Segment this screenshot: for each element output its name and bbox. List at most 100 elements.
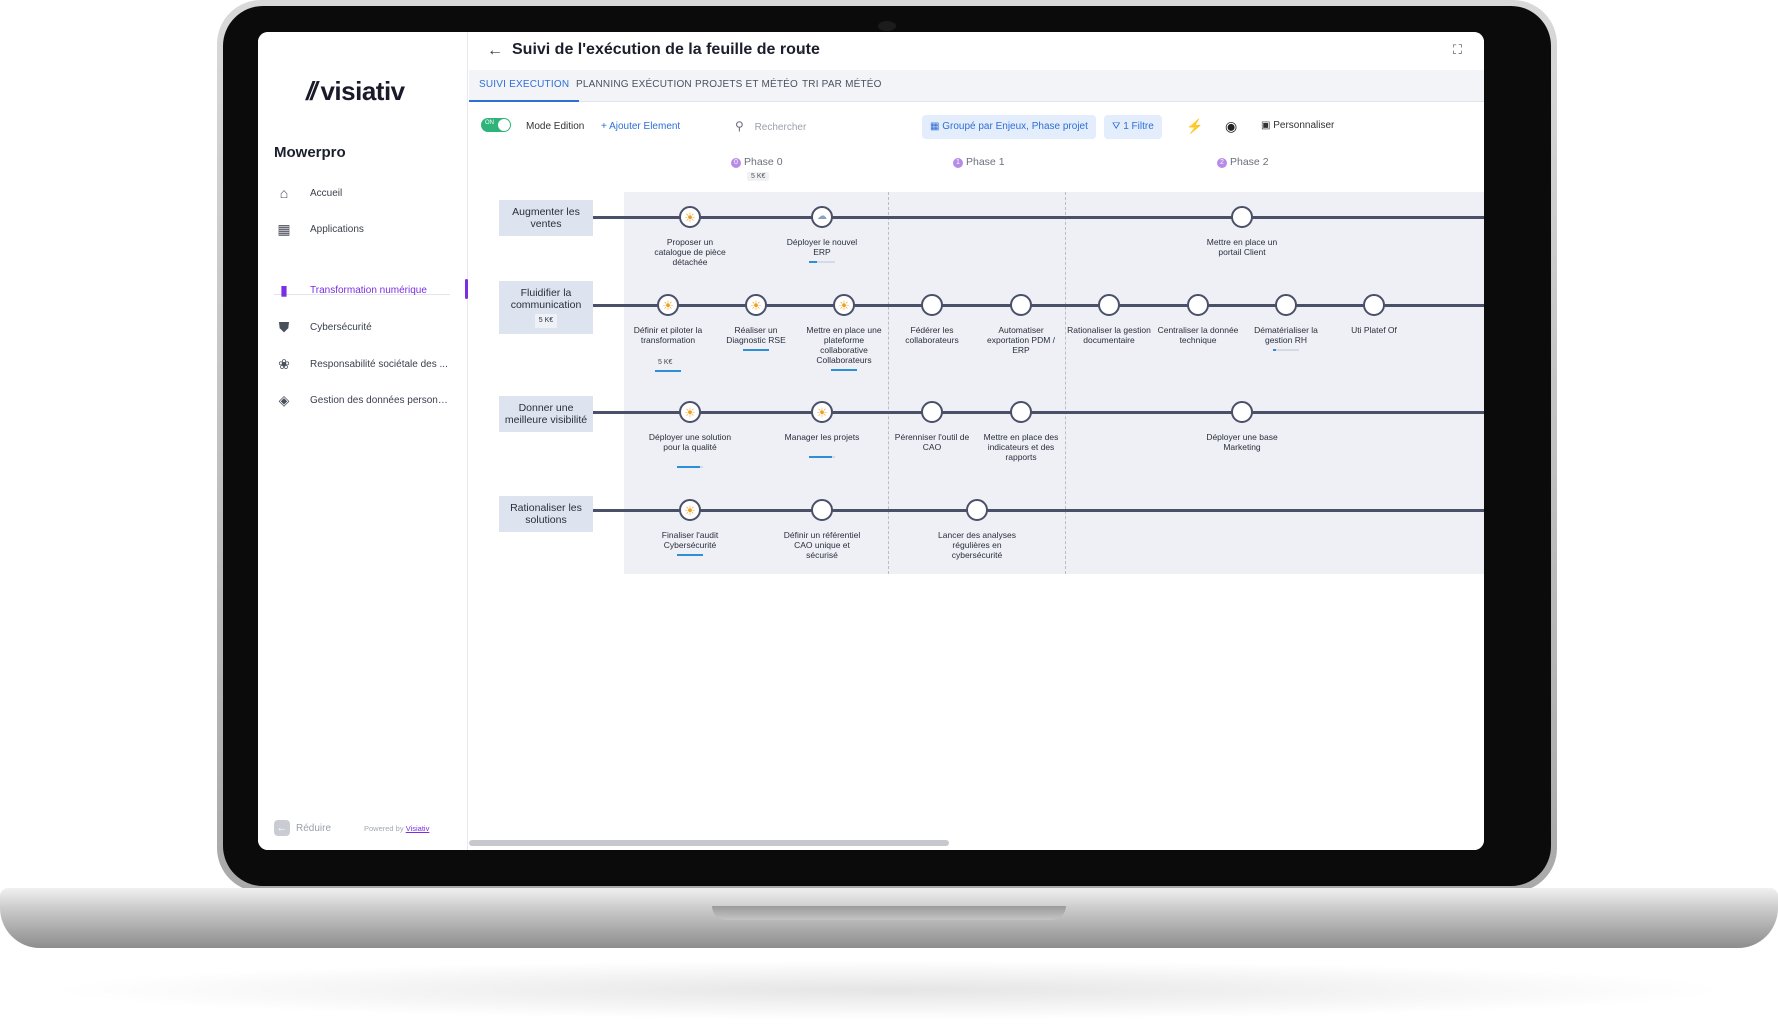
camera-icon[interactable]: ◉ (1225, 118, 1238, 134)
phase-number: 2 (1217, 158, 1227, 168)
roadmap-grid (624, 192, 1484, 574)
milestone-node[interactable]: ☁ (811, 206, 833, 228)
milestone-node[interactable]: ☀ (811, 401, 833, 423)
milestone-node[interactable] (1363, 294, 1385, 316)
toggle-knob (498, 119, 510, 131)
customize-label: Personnaliser (1273, 120, 1335, 131)
milestone-node[interactable] (1187, 294, 1209, 316)
group-by-label: Groupé par Enjeux, Phase projet (942, 121, 1088, 132)
milestone-node[interactable]: ☀ (657, 294, 679, 316)
lane-label-text: Rationaliser les solutions (510, 502, 582, 526)
milestone-label: Finaliser l'audit Cybersécurité (661, 530, 719, 550)
milestone-progress-bar (677, 554, 703, 556)
brand-logo[interactable]: // visiativ (306, 76, 405, 107)
group-icon: ▦ (930, 121, 943, 132)
milestone-node[interactable]: ☀ (679, 499, 701, 521)
brand-name: visiativ (320, 76, 405, 106)
sidebar-item-label: Gestion des données personn... (310, 394, 450, 406)
search-input[interactable]: ⚲ Rechercher (735, 119, 806, 133)
lane-label[interactable]: Donner une meilleure visibilité (499, 396, 593, 432)
phase-divider (888, 192, 889, 574)
milestone-node[interactable] (921, 401, 943, 423)
milestone-progress-bar (1273, 349, 1299, 351)
powered-link[interactable]: Visiativ (405, 824, 430, 833)
sidebar-item-donnees-personnelles[interactable]: ◈ Gestion des données personn... (258, 387, 468, 413)
milestone-node[interactable] (921, 294, 943, 316)
milestone-label: Centraliser la donnée technique (1157, 325, 1239, 345)
app-screen: // visiativ Mowerpro ⌂ Accueil ▦ Applica… (258, 32, 1484, 850)
customize-button[interactable]: ▣ Personnaliser (1261, 120, 1334, 131)
search-placeholder: Rechercher (754, 122, 807, 133)
phase-number: 0 (731, 158, 741, 168)
sidebar-divider (274, 294, 450, 295)
tab-projets-meteo[interactable]: PROJETS ET MÉTÉO (695, 79, 799, 90)
milestone-node[interactable] (1098, 294, 1120, 316)
bar-chart-icon: ▮ (280, 282, 288, 298)
milestone-node[interactable] (1010, 401, 1032, 423)
milestone-node[interactable]: ☀ (745, 294, 767, 316)
phase-name: Phase 1 (966, 156, 1005, 168)
powered-prefix: Powered by (364, 824, 404, 833)
tab-suivi-execution[interactable]: SUIVI EXECUTION (469, 70, 580, 102)
chevron-down-icon[interactable]: ⌄ (795, 44, 805, 56)
milestone-label: Déployer une solution pour la qualité (648, 432, 732, 452)
group-by-button[interactable]: ▦ Groupé par Enjeux, Phase projet (922, 115, 1096, 139)
milestone-node[interactable] (966, 499, 988, 521)
lane-line (592, 411, 1484, 414)
tab-tri-meteo[interactable]: TRI PAR MÉTÉO (802, 79, 882, 90)
sidebar-item-cybersecurite[interactable]: ⛊ Cybersécurité (258, 314, 468, 340)
milestone-progress-bar (809, 456, 835, 458)
lane-label-text: Fluidifier la communication (510, 287, 582, 311)
sidebar-item-label: Transformation numérique (310, 284, 427, 296)
sidebar-item-applications[interactable]: ▦ Applications (258, 216, 468, 242)
progress-fill (677, 466, 701, 468)
sidebar-item-rse[interactable]: ❀ Responsabilité sociétale des ... (258, 351, 468, 377)
milestone-node[interactable] (1275, 294, 1297, 316)
milestone-node[interactable] (1231, 401, 1253, 423)
milestone-node[interactable]: ☀ (679, 206, 701, 228)
sidebar-item-label: Cybersécurité (310, 321, 372, 333)
milestone-label: Mettre en place une plateforme collabora… (806, 325, 882, 365)
sidebar: // visiativ Mowerpro ⌂ Accueil ▦ Applica… (258, 32, 468, 850)
add-element-button[interactable]: + Ajouter Element (601, 121, 681, 132)
milestone-node[interactable]: ☀ (833, 294, 855, 316)
lane-label[interactable]: Augmenter les ventes (499, 200, 593, 236)
leaf-icon: ❀ (278, 356, 290, 372)
milestone-progress-bar (655, 370, 681, 372)
fullscreen-icon[interactable]: ⛶ (1452, 42, 1462, 57)
sidebar-item-accueil[interactable]: ⌂ Accueil (258, 180, 468, 206)
sun-weather-icon: ☀ (662, 297, 674, 313)
sun-weather-icon: ☀ (750, 297, 762, 313)
collapse-button[interactable]: ← Réduire (274, 820, 331, 836)
home-icon: ⌂ (279, 185, 289, 201)
milestone-node[interactable]: ☀ (679, 401, 701, 423)
mode-edition-toggle[interactable]: ON (481, 118, 511, 132)
tab-bar: SUIVI EXECUTION PLANNING EXÉCUTION PROJE… (469, 70, 1484, 102)
sun-weather-icon: ☀ (816, 404, 828, 420)
filter-button[interactable]: ⛛ 1 Filtre (1104, 115, 1162, 139)
cloud-weather-icon: ☁ (817, 211, 827, 222)
horizontal-scrollbar[interactable] (469, 840, 949, 846)
collapse-label: Réduire (296, 822, 332, 834)
phase-name: Phase 2 (1230, 156, 1269, 168)
active-indicator (465, 279, 468, 299)
camera (878, 21, 896, 31)
tab-planning-execution[interactable]: PLANNING EXÉCUTION (576, 79, 692, 90)
sun-weather-icon: ☀ (684, 404, 696, 420)
milestone-node[interactable] (1010, 294, 1032, 316)
lane-line (592, 304, 1484, 307)
back-arrow-icon[interactable]: ← (487, 42, 503, 59)
toggle-state: ON (485, 120, 494, 126)
shield-icon: ⛊ (278, 319, 290, 335)
milestone-node[interactable] (1231, 206, 1253, 228)
milestone-node[interactable] (811, 499, 833, 521)
sidebar-item-transformation-numerique[interactable]: ▮ Transformation numérique (258, 277, 468, 303)
search-icon: ⚲ (735, 119, 744, 133)
quick-action-icon[interactable]: ⚡ (1186, 118, 1204, 134)
customize-icon: ▣ (1261, 120, 1274, 131)
lane-label[interactable]: Rationaliser les solutions (499, 496, 593, 532)
filter-label: 1 Filtre (1123, 121, 1154, 132)
